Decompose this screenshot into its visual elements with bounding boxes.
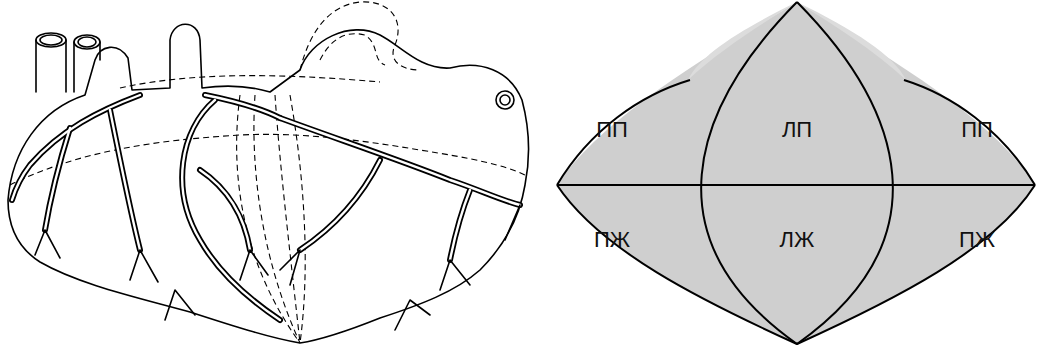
- lad: [182, 100, 280, 320]
- projection-scheme: [557, 2, 1035, 344]
- outer-curve: [904, 80, 1035, 185]
- vein-cut: [500, 95, 510, 105]
- lad: [182, 100, 280, 320]
- chamber-label: ЛП: [782, 119, 812, 141]
- artery-branch: [45, 128, 70, 230]
- scheme-corner: [688, 2, 906, 80]
- outer-curve: [557, 185, 1035, 344]
- left-atrium-outline: [300, 2, 420, 70]
- marginal: [300, 160, 380, 250]
- artery-outer: [12, 95, 520, 320]
- chamber-label: ПП: [961, 119, 993, 141]
- chamber-label: ПЖ: [594, 229, 630, 251]
- small-branches: [35, 205, 520, 330]
- diagonal: [200, 170, 250, 250]
- marginal: [450, 190, 470, 260]
- left-main: [205, 95, 280, 118]
- left-main: [205, 95, 280, 118]
- coronary-arteries: [12, 95, 520, 330]
- septum-line: [290, 95, 305, 343]
- vein-cut: [496, 91, 514, 109]
- septum-line: [237, 95, 300, 343]
- circumflex: [280, 118, 520, 205]
- chamber-label: ПЖ: [959, 229, 995, 251]
- heart-outline: [8, 24, 528, 343]
- marginal: [450, 190, 470, 260]
- diagonal: [200, 170, 250, 250]
- left-atrium-outline: [320, 34, 385, 65]
- chamber-label: ПП: [596, 119, 628, 141]
- twig: [35, 230, 158, 282]
- scheme-borders: [557, 2, 1035, 344]
- inner-lens: [701, 2, 797, 344]
- av-line: [557, 184, 1035, 186]
- twig: [240, 250, 300, 285]
- artery-branch: [45, 128, 70, 230]
- heart-contour: [8, 24, 528, 343]
- chamber-label: ЛЖ: [780, 229, 815, 251]
- septum-line: [275, 95, 300, 343]
- inner-lens: [797, 2, 893, 344]
- twig: [165, 205, 520, 320]
- artery-branch: [110, 110, 140, 250]
- back-outline: [120, 76, 380, 88]
- artery-branch: [110, 110, 140, 250]
- twig: [395, 260, 470, 330]
- vena-cava-opening: [36, 33, 66, 47]
- right-coronary: [12, 95, 140, 200]
- marginal: [300, 160, 380, 250]
- chamber-borders: [10, 2, 525, 343]
- artery-inner: [12, 95, 520, 320]
- vena-cava-opening: [40, 35, 62, 45]
- circumflex: [280, 118, 520, 205]
- outer-curve: [557, 80, 690, 185]
- right-coronary: [12, 95, 140, 200]
- scheme-ground: [557, 2, 1035, 344]
- aorta-opening: [74, 35, 100, 49]
- aorta-opening: [78, 37, 96, 47]
